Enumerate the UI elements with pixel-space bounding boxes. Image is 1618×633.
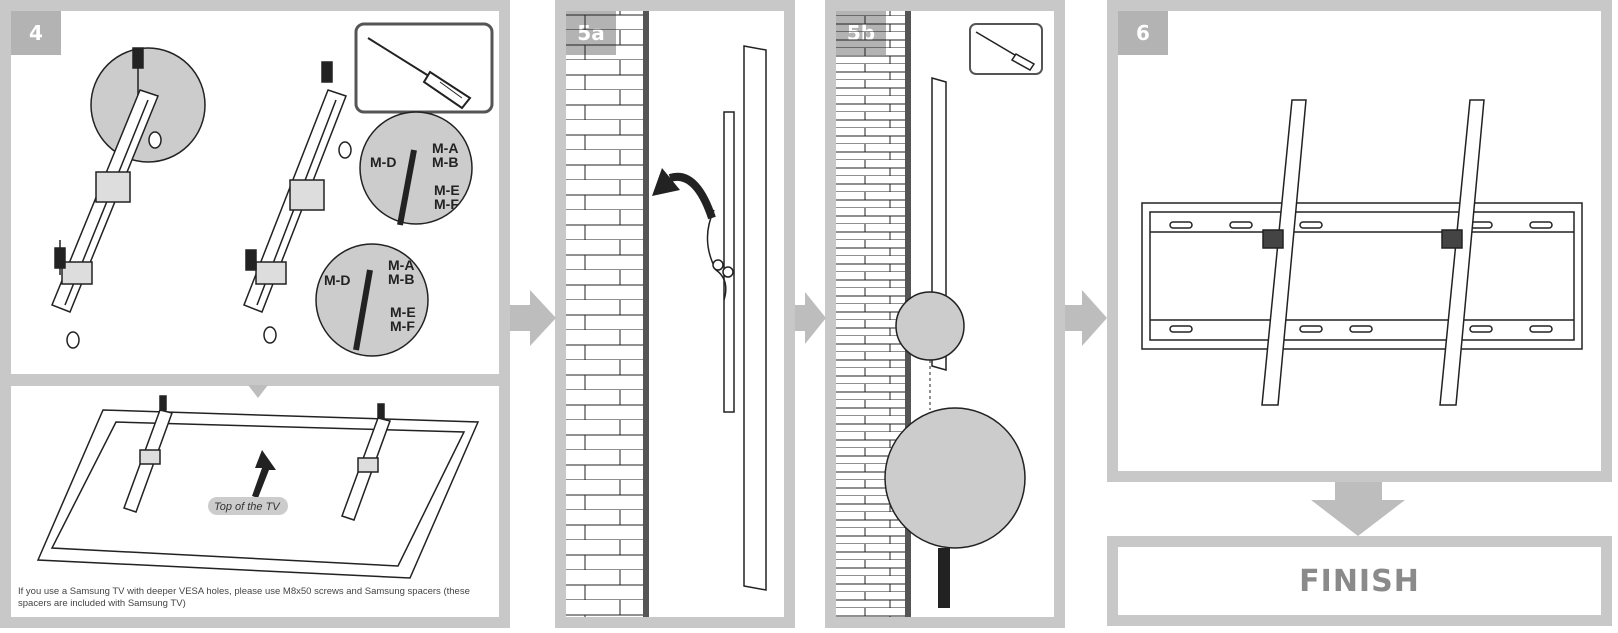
- screwdriver-icon: [354, 22, 494, 114]
- arrow-down-icon: [248, 385, 268, 398]
- brick-wall-5a: [566, 11, 646, 617]
- screwdriver-handle-5b: [938, 548, 950, 608]
- arm-left-6: [1261, 99, 1307, 406]
- top-of-tv-label: Top of the TV: [214, 501, 281, 513]
- label-m-d-2: M-D: [324, 272, 350, 288]
- label-m-a-1: M-A: [432, 140, 458, 156]
- arrow-right-icon: [510, 290, 556, 346]
- hardware-detail-2: [315, 243, 429, 357]
- hardware-detail-1: [359, 111, 473, 225]
- label-m-b-1: M-B: [432, 154, 458, 170]
- wall-plate: [1141, 202, 1583, 350]
- wall-edge-5a: [643, 11, 649, 617]
- samsung-note: If you use a Samsung TV with deeper VESA…: [18, 586, 470, 609]
- label-m-e-1: M-E: [434, 182, 460, 198]
- arm-right-6: [1439, 99, 1485, 406]
- label-m-e-2: M-E: [390, 304, 416, 320]
- tv-bracket-left: [123, 395, 173, 513]
- finish-box: FINISH: [1107, 536, 1612, 626]
- label-m-f-1: M-F: [434, 196, 459, 212]
- label-m-a-2: M-A: [388, 257, 414, 273]
- vesa-bracket-left: [51, 47, 162, 349]
- tv-bracket-right: [341, 403, 391, 521]
- arrow-right-icon-2: [795, 292, 826, 344]
- brick-wall-5b: [836, 11, 908, 617]
- vesa-bracket-right: [243, 61, 352, 344]
- label-m-f-2: M-F: [390, 318, 415, 334]
- detail-circle-5b-1: [895, 291, 965, 361]
- step-badge-6: 6: [1118, 11, 1168, 55]
- tv-side-5a: [706, 45, 767, 591]
- arrow-up-icon: [252, 450, 276, 498]
- top-of-tv-badge: [208, 497, 288, 515]
- arrow-right-icon-3: [1065, 290, 1107, 346]
- tv-back-outline: [36, 409, 480, 579]
- arrow-down-finish-icon: [1311, 482, 1405, 536]
- curved-arrow-icon: [668, 172, 716, 220]
- label-m-b-2: M-B: [388, 271, 414, 287]
- panel-step-4-tv: [0, 375, 510, 628]
- step-badge-4: 4: [11, 11, 61, 55]
- detail-circle-5b-2: [884, 407, 1026, 549]
- label-m-d-1: M-D: [370, 154, 396, 170]
